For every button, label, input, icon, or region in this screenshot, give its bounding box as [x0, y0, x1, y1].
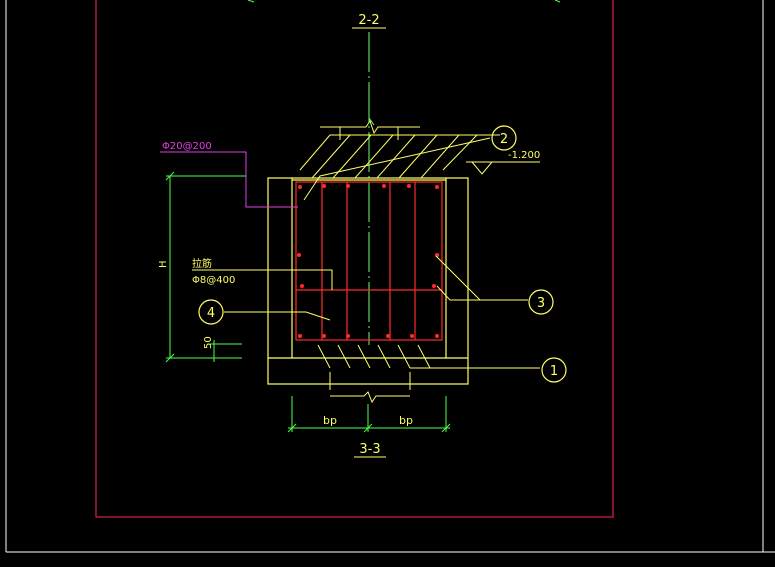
callout-3: 3 — [528, 289, 554, 315]
elevation-label: -1.200 — [508, 150, 540, 161]
section-label-bottom: 3-3 — [359, 442, 380, 457]
tie-leader — [192, 269, 333, 290]
rebar-bars-bottom — [298, 334, 439, 338]
rebar-bars-top — [298, 184, 439, 189]
rebar-spec-leader — [160, 151, 298, 208]
callout-leaders — [224, 137, 540, 390]
viewport-border — [5, 0, 775, 553]
callout-1-label: 1 — [550, 364, 558, 379]
center-axis-break — [368, 117, 375, 126]
width-label-left: bp — [323, 414, 337, 427]
tie-spec-label: Φ8@400 — [192, 275, 235, 286]
height-dimension — [165, 171, 246, 363]
top-slab-line — [320, 119, 420, 140]
rebar-spec-label: Φ20@200 — [162, 141, 212, 152]
bottom-hatch — [317, 344, 431, 369]
callout-2: 2 — [491, 125, 517, 151]
cover-label: 50 — [203, 336, 214, 349]
height-label: H — [158, 260, 169, 268]
width-label-right: bp — [399, 414, 413, 427]
top-edge-marks — [247, 0, 561, 3]
rebar-bars-side — [297, 253, 439, 288]
callout-1: 1 — [541, 357, 567, 383]
callout-3-label: 3 — [537, 296, 545, 311]
callout-4: 4 — [198, 299, 224, 325]
sheet-frame — [95, 0, 614, 518]
top-hatch — [299, 134, 500, 179]
elevation-marker — [466, 161, 540, 175]
width-break-mark — [330, 391, 410, 404]
callout-2-label: 2 — [500, 132, 508, 147]
section-label-top: 2-2 — [358, 13, 379, 28]
width-dimension — [287, 396, 451, 433]
callout-4-label: 4 — [207, 306, 215, 321]
tie-label: 拉筋 — [192, 257, 212, 270]
rebar-cage — [295, 181, 443, 341]
concrete-section — [267, 177, 469, 385]
